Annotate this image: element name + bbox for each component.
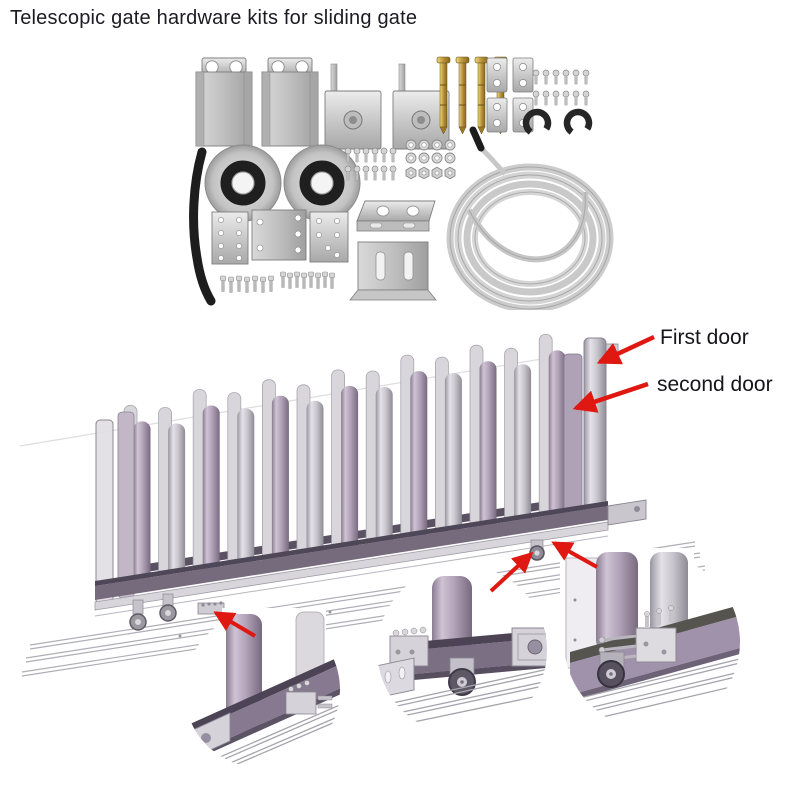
roller-pulley (283, 144, 361, 222)
rubber-strip (189, 147, 216, 306)
cable-end-tip (469, 126, 485, 152)
second-door-label: second door (657, 373, 773, 396)
gate-left-posts (95, 411, 135, 605)
picket-front (444, 373, 462, 542)
mounting-bracket (261, 57, 319, 147)
picket-front (202, 405, 220, 579)
detail-inset-middle (377, 565, 547, 735)
inset-hardware-cluster (285, 680, 333, 715)
e-clip (563, 108, 594, 139)
gate-rollers (129, 499, 647, 631)
pin-plate-bracket (324, 63, 382, 150)
picket-front (306, 400, 324, 563)
first-door-label: First door (660, 326, 749, 349)
picket-front (375, 387, 393, 552)
picket-front (479, 361, 497, 536)
l-bracket (356, 200, 436, 232)
guide-bracket-target (197, 601, 225, 615)
picket-front (548, 350, 566, 525)
picket-front (237, 408, 255, 574)
first-door-edge-post (583, 337, 607, 515)
mounting-bracket (195, 57, 253, 147)
gate-bottom-rail (94, 501, 609, 617)
gate-pickets (123, 334, 566, 590)
bolts-set (220, 271, 335, 293)
angle-bracket (349, 241, 437, 301)
gate-diagram: First door second door (19, 326, 773, 768)
picket-front (341, 385, 359, 558)
picket-front (168, 423, 186, 585)
roller-pulley (204, 144, 282, 222)
detail-inset-left (184, 608, 340, 768)
end-bracket (607, 499, 647, 526)
hardware-kit-photo (189, 56, 614, 310)
door-label-arrows (572, 334, 655, 413)
steel-cable-coil (446, 126, 614, 310)
inset-callout-arrows (213, 541, 598, 638)
picket-front (271, 395, 289, 569)
picket-front (133, 421, 151, 590)
flat-plates (211, 209, 349, 265)
detail-inset-right (560, 548, 740, 730)
page-title: Telescopic gate hardware kits for slidin… (10, 7, 418, 29)
second-door-edge-post (563, 353, 583, 519)
picket-front (410, 371, 428, 547)
small-screws-set (532, 69, 590, 106)
picket-front (514, 364, 532, 531)
